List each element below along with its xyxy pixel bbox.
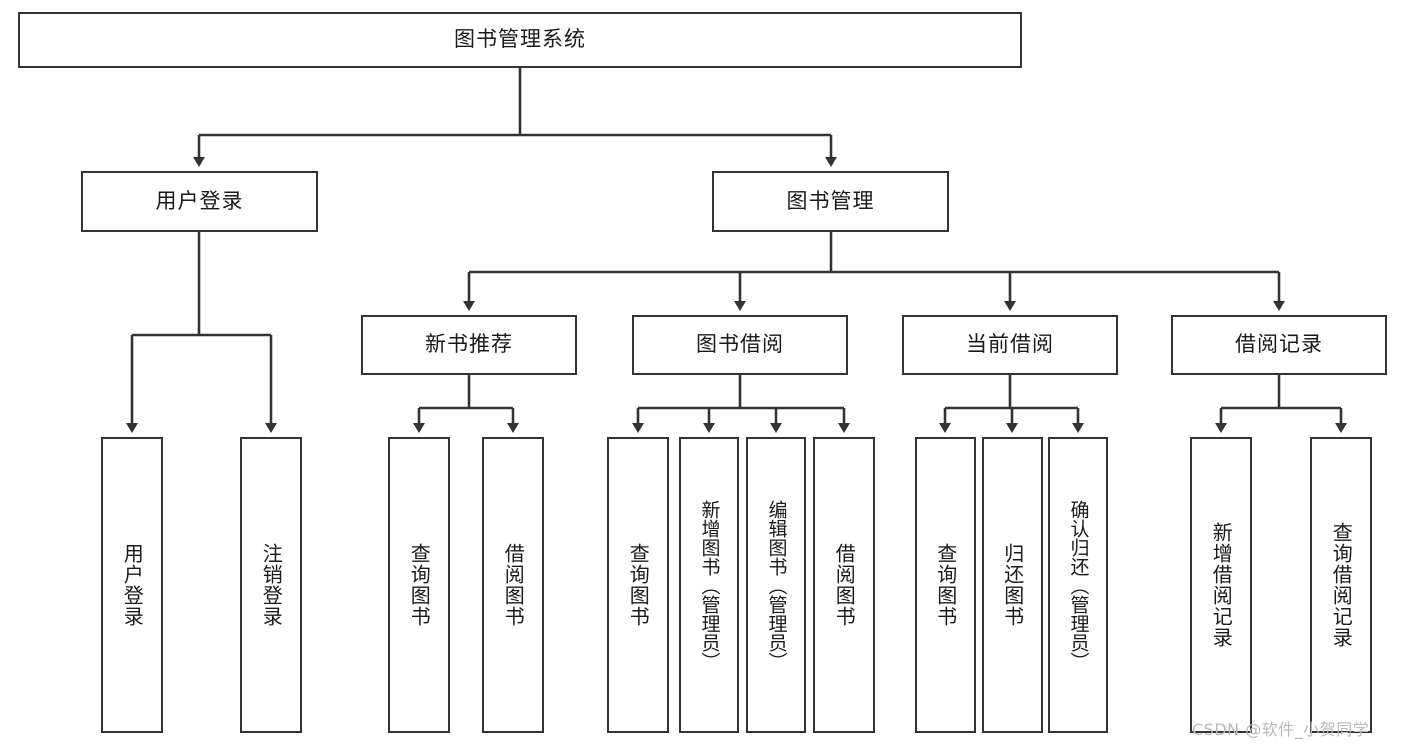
node-borrow-record[interactable]: 借阅记录	[1171, 315, 1387, 375]
node-leaf-add-borrow-record[interactable]: 新增借阅记录	[1190, 437, 1252, 733]
node-book-borrow[interactable]: 图书借阅	[632, 315, 848, 375]
node-leaf-query-book-3[interactable]: 查询图书	[915, 437, 976, 733]
watermark-text: CSDN @软件_小贺同学	[1192, 720, 1370, 739]
node-leaf-return-book[interactable]: 归还图书	[982, 437, 1043, 733]
node-user-login[interactable]: 用户登录	[81, 171, 318, 232]
node-leaf-user-login[interactable]: 用户登录	[101, 437, 163, 733]
node-leaf-add-book-admin[interactable]: 新增图书（管理员）	[679, 437, 739, 733]
node-leaf-logout[interactable]: 注销登录	[240, 437, 302, 733]
node-leaf-query-book-2[interactable]: 查询图书	[607, 437, 669, 733]
node-leaf-query-borrow-record[interactable]: 查询借阅记录	[1310, 437, 1372, 733]
node-leaf-borrow-book-1[interactable]: 借阅图书	[482, 437, 544, 733]
node-current-borrow[interactable]: 当前借阅	[902, 315, 1118, 375]
node-new-book-recommend[interactable]: 新书推荐	[361, 315, 577, 375]
node-leaf-borrow-book-2[interactable]: 借阅图书	[813, 437, 875, 733]
node-leaf-query-book-1[interactable]: 查询图书	[388, 437, 450, 733]
node-leaf-edit-book-admin[interactable]: 编辑图书（管理员）	[746, 437, 806, 733]
node-leaf-confirm-return-admin[interactable]: 确认归还（管理员）	[1048, 437, 1108, 733]
node-book-management[interactable]: 图书管理	[712, 171, 949, 232]
node-book-management-system[interactable]: 图书管理系统	[18, 12, 1022, 68]
